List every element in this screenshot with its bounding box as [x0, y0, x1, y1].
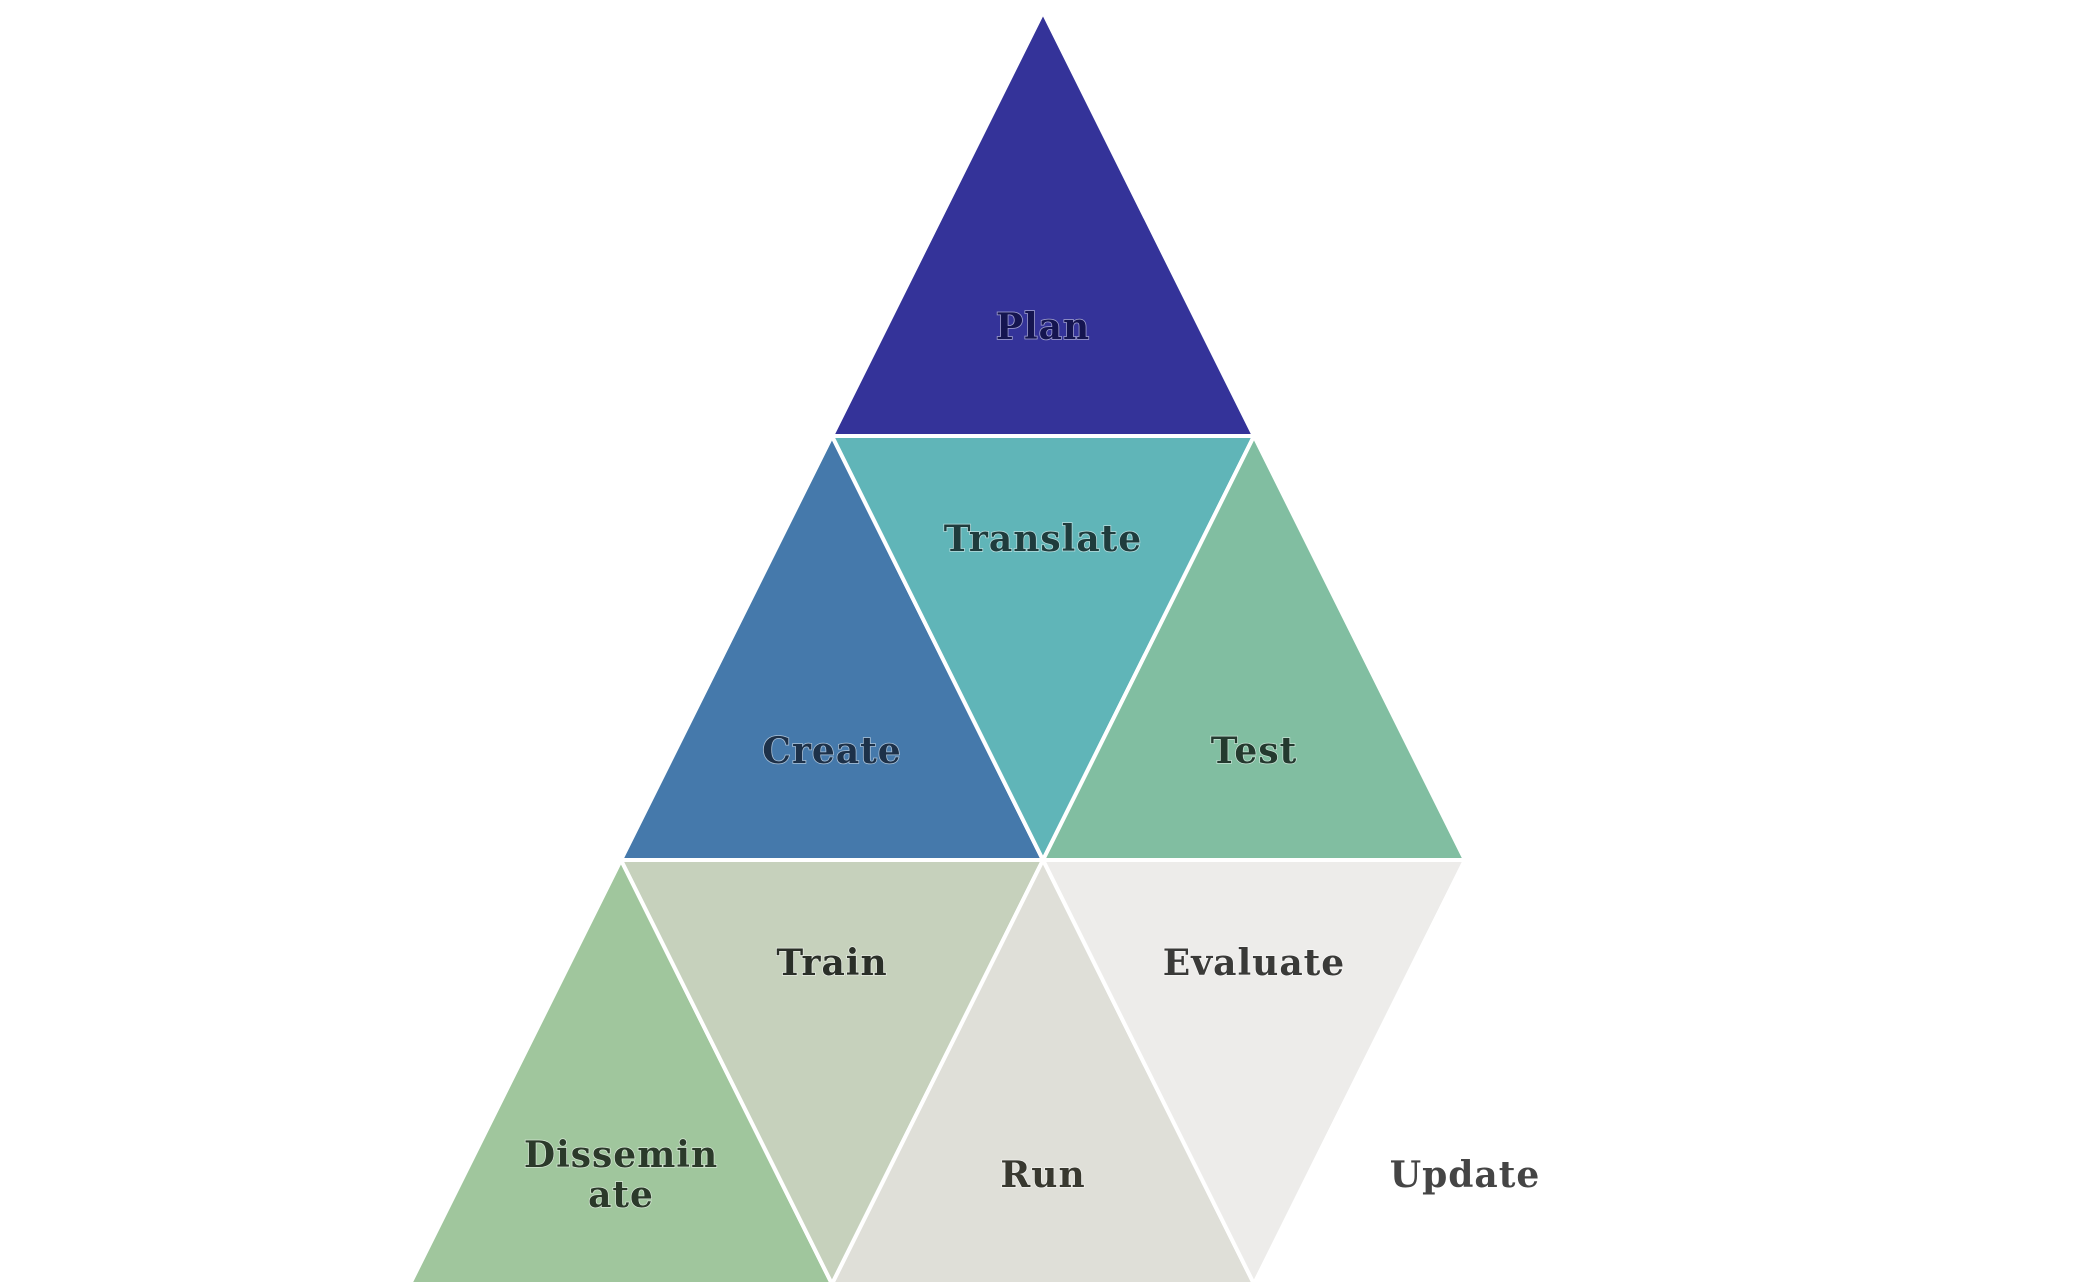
- label-test: Test: [1211, 730, 1297, 772]
- label-evaluate: Evaluate: [1163, 942, 1345, 984]
- label-evaluate-line: Evaluate: [1163, 942, 1345, 984]
- label-plan-line: Plan: [996, 306, 1090, 348]
- label-create: Create: [762, 730, 901, 772]
- label-update-line: Update: [1390, 1154, 1541, 1196]
- label-run: Run: [1000, 1154, 1085, 1196]
- label-disseminate-line: ate: [588, 1174, 654, 1216]
- label-test-line: Test: [1211, 730, 1297, 772]
- triangle-update: [1252, 858, 1678, 1283]
- label-translate: Translate: [944, 518, 1142, 560]
- label-update: Update: [1390, 1154, 1541, 1196]
- label-train-line: Train: [776, 942, 887, 984]
- label-train: Train: [776, 942, 887, 984]
- label-create-line: Create: [762, 730, 901, 772]
- label-run-line: Run: [1000, 1154, 1085, 1196]
- triangles-layer: [408, 10, 1678, 1283]
- label-disseminate-line: Dissemin: [524, 1134, 718, 1176]
- label-plan: Plan: [996, 306, 1090, 348]
- triangle-plan: [830, 10, 1256, 438]
- label-translate-line: Translate: [944, 518, 1142, 560]
